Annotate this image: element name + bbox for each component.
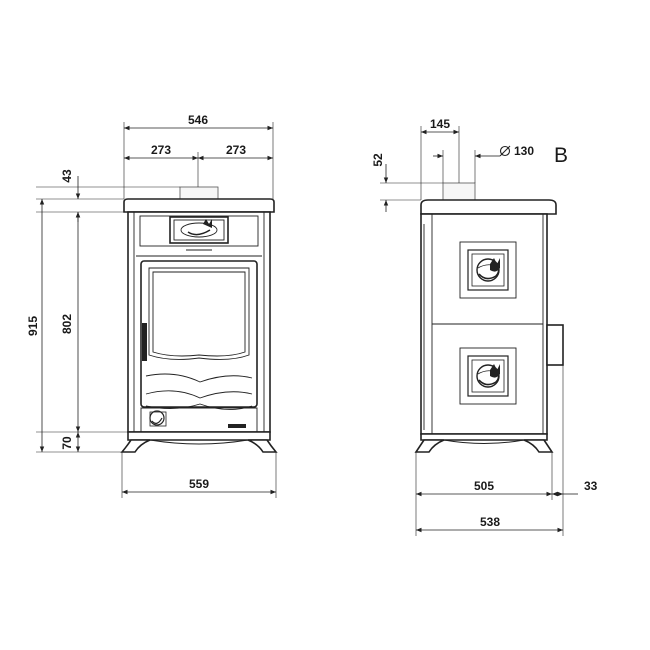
lower-tile-logo-icon	[467, 355, 509, 397]
dim-width-top: 546	[123, 113, 274, 199]
dim-flue-height: 52	[371, 153, 443, 212]
diameter-icon	[499, 145, 511, 157]
front-stove-body	[120, 186, 278, 453]
label-total-height: 915	[26, 316, 40, 336]
label-base-width: 559	[189, 477, 209, 491]
front-view: 546 273 273 43 915 802 70	[26, 113, 278, 498]
label-half-right: 273	[226, 143, 246, 157]
label-flue-diameter: 130	[514, 144, 534, 158]
label-half-left: 273	[151, 143, 171, 157]
label-body-height: 802	[60, 314, 74, 334]
side-stove-body	[414, 182, 564, 453]
dim-depth: 505 33	[415, 365, 598, 536]
view-label: B	[554, 144, 568, 167]
dim-flue-diameter: 130	[433, 144, 534, 183]
upper-tile-logo-icon	[467, 249, 509, 291]
dim-heights: 43 915 802 70	[26, 169, 180, 453]
label-top-height: 43	[60, 169, 74, 183]
dim-base-width: 559	[121, 452, 277, 498]
label-total-depth: 538	[480, 515, 500, 529]
label-flue-offset: 145	[430, 117, 450, 131]
dim-half-widths: 273 273	[124, 143, 273, 187]
dim-flue-offset: 145	[420, 117, 460, 200]
label-depth: 505	[474, 479, 494, 493]
label-flue-height: 52	[371, 153, 385, 167]
label-handle-depth: 33	[584, 479, 598, 493]
side-view: 145 130 52 B	[371, 117, 598, 536]
label-leg-height: 70	[60, 436, 74, 450]
dim-total-depth: 538	[416, 515, 563, 533]
label-width-top: 546	[188, 113, 208, 127]
